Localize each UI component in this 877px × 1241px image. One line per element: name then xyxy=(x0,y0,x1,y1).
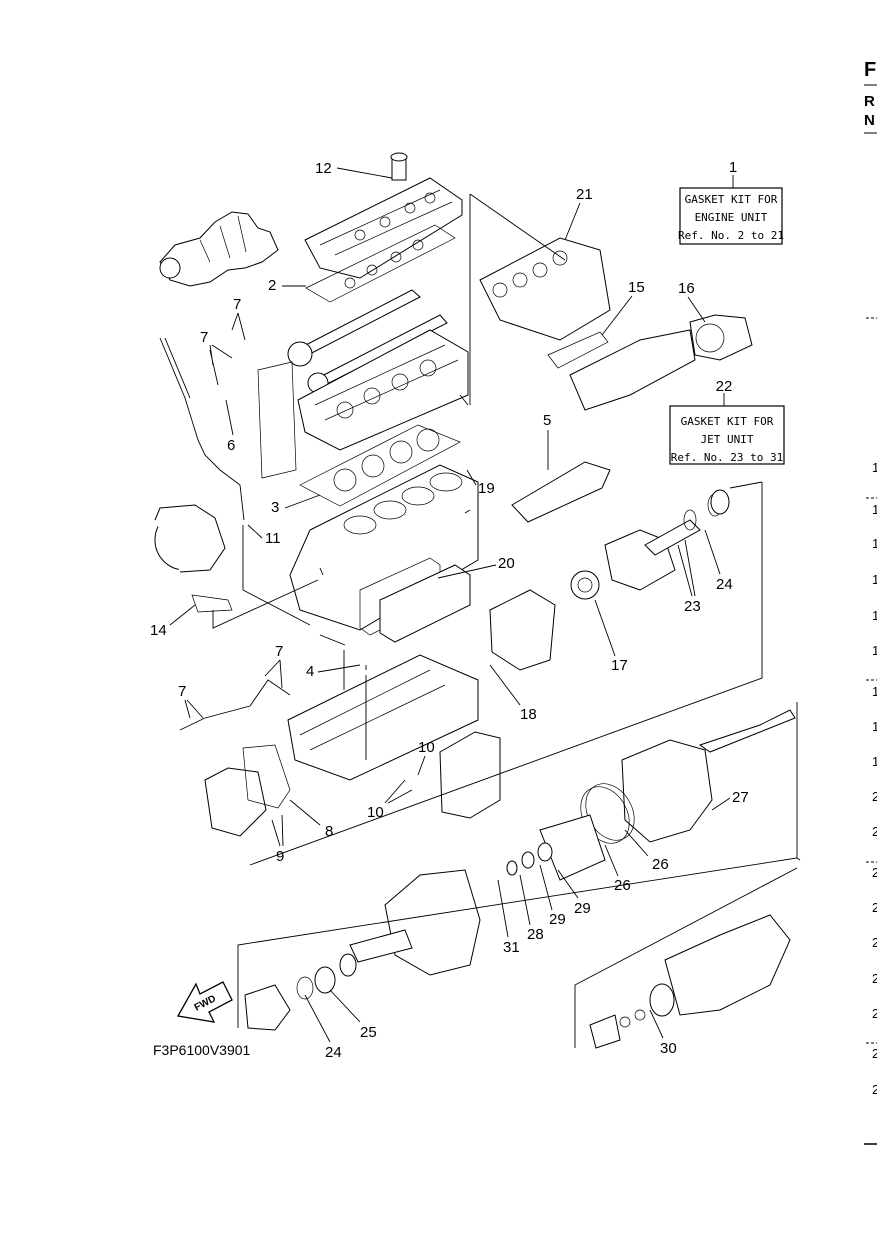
callout-label: 24 xyxy=(325,1044,342,1061)
kit-line-1: GASKET KIT FOR xyxy=(685,193,778,206)
crankcase-cover xyxy=(439,731,501,819)
callout-label: 26 xyxy=(652,856,669,873)
callout-label: 19 xyxy=(478,480,495,497)
edge-number: 2 xyxy=(872,1006,877,1021)
head-cover-gasket xyxy=(305,224,456,303)
edge-number: 1 xyxy=(872,643,877,658)
callout-label: 20 xyxy=(498,555,515,572)
callout-label: 17 xyxy=(611,657,628,674)
edge-letter: F xyxy=(864,59,876,81)
engine-parts-drawing xyxy=(154,152,801,1049)
edge-number: 1 xyxy=(872,719,877,734)
callout-label: 30 xyxy=(660,1040,677,1057)
cylinder-head-gasket xyxy=(299,424,461,507)
callout-label: 7 xyxy=(233,296,241,313)
callouts: 12 21 2 7 15 16 7 6 3 19 5 11 20 xyxy=(150,160,749,1061)
edge-number: 2 xyxy=(872,789,877,804)
kit-line-2: ENGINE UNIT xyxy=(695,211,768,224)
engine-overview-illustration xyxy=(159,211,279,287)
callout-label: 18 xyxy=(520,706,537,723)
cylinder-head xyxy=(297,329,469,451)
edge-letter: N xyxy=(864,112,875,129)
drive-shaft-housing xyxy=(489,489,730,671)
edge-number: 2 xyxy=(872,935,877,950)
callout-label: 23 xyxy=(684,598,701,615)
kit-number: 22 xyxy=(716,378,733,395)
callout-label: 25 xyxy=(360,1024,377,1041)
edge-number: 1 xyxy=(872,684,877,699)
jet-pump-housing xyxy=(506,709,796,881)
right-edge-table-fragment: F R N 1 1 1 1 1 1 1 1 1 2 2 2 2 2 2 2 2 … xyxy=(864,59,877,1145)
callout-label: 5 xyxy=(543,412,551,429)
side-cover xyxy=(379,564,471,643)
callout-label: 7 xyxy=(178,683,186,700)
edge-number: 2 xyxy=(872,900,877,915)
kit-line-1: GASKET KIT FOR xyxy=(681,415,774,428)
edge-number: 1 xyxy=(872,754,877,769)
callout-label: 11 xyxy=(265,530,281,547)
cylinder-head-cover xyxy=(304,152,463,279)
fwd-arrow-icon: FWD xyxy=(176,981,233,1023)
callout-label: 3 xyxy=(271,499,279,516)
kit-line-3: Ref. No. 23 to 31 xyxy=(671,451,784,464)
kit-line-3: Ref. No. 2 to 21 xyxy=(678,229,784,242)
callout-label: 7 xyxy=(275,643,283,660)
callout-label: 2 xyxy=(268,277,276,294)
callout-label: 29 xyxy=(549,911,566,928)
timing-chain xyxy=(257,361,297,479)
edge-letter: R xyxy=(864,93,875,110)
callout-label: 10 xyxy=(418,739,435,756)
callout-label: 8 xyxy=(325,823,333,840)
kit-number: 1 xyxy=(729,159,737,176)
callout-label: 16 xyxy=(678,280,695,297)
edge-number: 1 xyxy=(872,460,877,475)
turbo-group-frame xyxy=(212,579,319,629)
callout-label: 27 xyxy=(732,789,749,806)
edge-number: 2 xyxy=(872,1046,877,1061)
edge-number: 1 xyxy=(872,608,877,623)
callout-label: 10 xyxy=(367,804,384,821)
callout-label: 14 xyxy=(150,622,167,639)
callout-label: 24 xyxy=(716,576,733,593)
oil-dipstick xyxy=(159,337,245,521)
oil-pump xyxy=(179,679,291,837)
impeller-housing xyxy=(244,869,481,1031)
edge-number: 1 xyxy=(872,572,877,587)
callout-label: 12 xyxy=(315,160,332,177)
callout-label: 26 xyxy=(614,877,631,894)
intake-rail xyxy=(511,461,611,523)
callout-label: 6 xyxy=(227,437,235,454)
crankcase xyxy=(287,654,479,781)
callout-label: 7 xyxy=(200,329,208,346)
callout-label: 28 xyxy=(527,926,544,943)
edge-number: 1 xyxy=(872,536,877,551)
kit-box-engine: 1 GASKET KIT FOR ENGINE UNIT Ref. No. 2 … xyxy=(678,159,784,245)
callout-label: 21 xyxy=(576,186,593,203)
edge-number: 2 xyxy=(872,865,877,880)
turbocharger xyxy=(154,504,233,613)
exhaust-manifold xyxy=(479,237,753,411)
edge-number: 2 xyxy=(872,824,877,839)
engine-group-frame xyxy=(469,193,566,261)
jet-group-frame xyxy=(249,482,763,866)
callout-label: 29 xyxy=(574,900,591,917)
kit-box-jet: 22 GASKET KIT FOR JET UNIT Ref. No. 23 t… xyxy=(669,378,785,465)
callout-label: 15 xyxy=(628,279,645,296)
kit-line-2: JET UNIT xyxy=(701,433,754,446)
callout-label: 9 xyxy=(276,848,284,865)
edge-number: 2 xyxy=(872,971,877,986)
drawing-code: F3P6100V3901 xyxy=(153,1042,251,1058)
nozzle-assembly xyxy=(589,914,791,1049)
edge-number: 1 xyxy=(872,502,877,517)
callout-label: 4 xyxy=(306,663,314,680)
edge-number: 2 xyxy=(872,1082,877,1097)
callout-label: 31 xyxy=(503,939,520,956)
